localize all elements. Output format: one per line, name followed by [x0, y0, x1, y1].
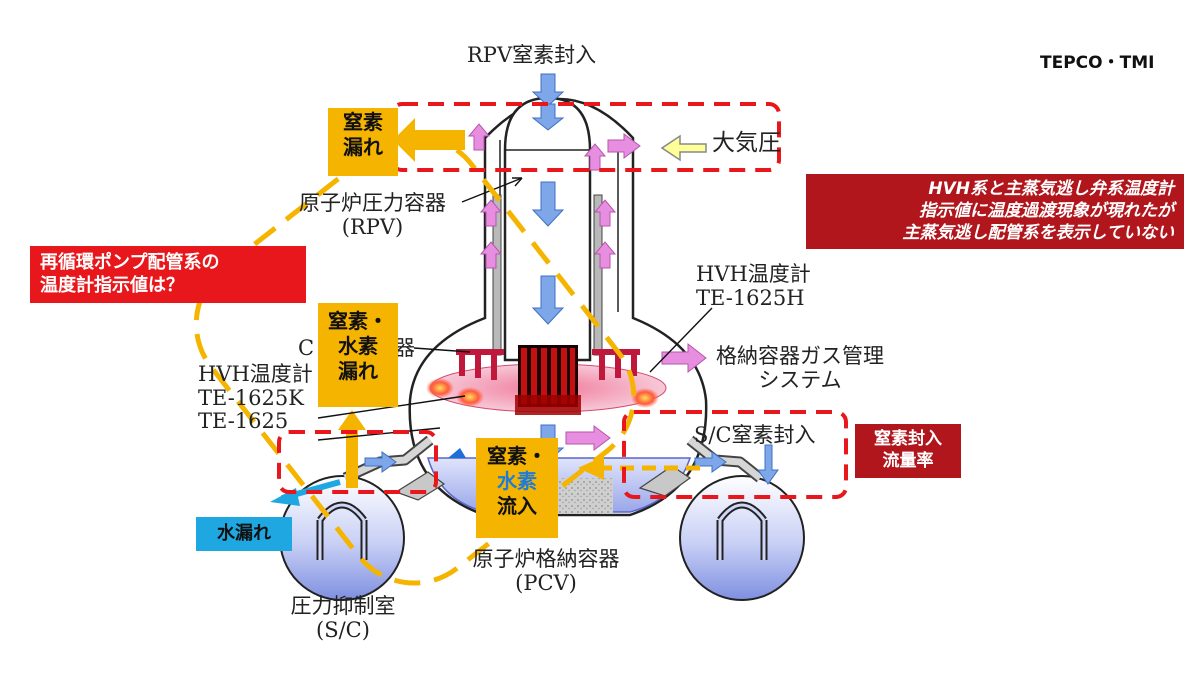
annulus-flow-arrows [467, 123, 617, 269]
sc-torus-right [679, 475, 805, 601]
vent-structure-left [456, 349, 504, 380]
c-partial-label: C [298, 336, 315, 360]
dashed-red-top [390, 102, 781, 172]
callout-water-leak: 水漏れ [196, 517, 292, 551]
credit: TEPCO・TMI [1040, 53, 1155, 73]
pcv-name-label: 原子炉格納容器 (PCV) [472, 547, 620, 595]
callout-hvh-note: HVH系と主蒸気逃し弁系温度計 指示値に温度過渡現象が現れたが 主蒸気逃し配管系… [806, 174, 1184, 250]
atmospheric-arrow [660, 134, 707, 162]
gas-mgmt-arrow [661, 342, 707, 374]
pcv-gas-mgmt-label: 格納容器ガス管理 システム [716, 344, 884, 392]
callout-n2-leak: 窒素 漏れ [328, 108, 398, 176]
reactor-core [515, 345, 581, 415]
callout-recirc-pump: 再循環ポンプ配管系の 温度計指示値は？ [30, 246, 306, 303]
rpv-n2-injection-label: RPV窒素封入 [467, 43, 597, 67]
n2h2-leak-arrow [338, 410, 366, 488]
rpv-name-label: 原子炉圧力容器 (RPV) [299, 191, 446, 239]
callout-n2h2-inflow: 窒素・ 水素 流入 [476, 438, 558, 538]
atmospheric-label: 大気圧 [712, 130, 781, 156]
sc-name-label: 圧力抑制室 (S/C) [290, 594, 396, 642]
callout-n2h2-leak: 窒素・ 水素 漏れ [318, 303, 398, 407]
dashed-red-right [622, 410, 848, 499]
hvh-te1625h-label: HVH温度計 TE-1625H [696, 262, 811, 310]
hvh-te1625k-label: HVH温度計 TE-1625K TE-1625 [198, 362, 313, 434]
callout-n2-flow-rate: 窒素封入 流量率 [855, 424, 961, 478]
c-partial-suffix-label: 器 [394, 336, 415, 360]
sc-n2-injection-label: S/C窒素封入 [694, 423, 816, 447]
